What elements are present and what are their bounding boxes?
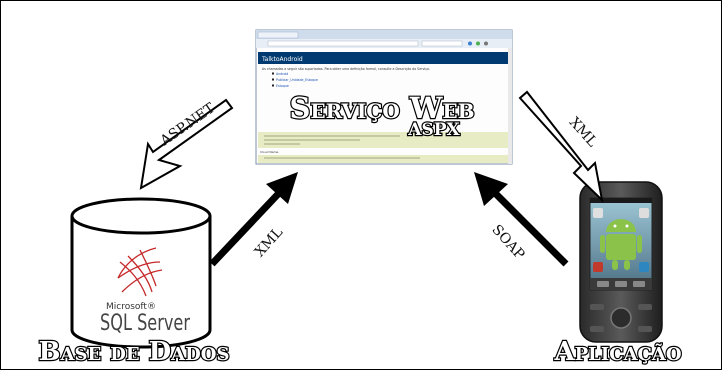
browser-tab bbox=[257, 31, 299, 39]
code-block-2 bbox=[258, 155, 508, 163]
arrow-service-to-db bbox=[139, 98, 234, 190]
database-caption: Base de Dados bbox=[39, 337, 230, 367]
toolbar-icon bbox=[484, 41, 488, 46]
edge-label-soap: SOAP bbox=[488, 222, 527, 263]
browser-page-heading: TalktoAndroid bbox=[261, 56, 303, 63]
scrollbar[interactable] bbox=[508, 48, 512, 164]
browser-section-label: Cloud Name bbox=[260, 150, 279, 154]
android-robot-icon bbox=[600, 219, 642, 270]
browser-intro-text: As chamadas a seguir são suportadas. Par… bbox=[262, 67, 430, 71]
toolbar-icon bbox=[468, 41, 472, 46]
app-caption: Aplicação bbox=[553, 337, 681, 367]
sql-server-logo-icon bbox=[117, 247, 163, 297]
browser-link-2[interactable]: Publicar_Unidade_Estoque bbox=[276, 78, 318, 82]
edge-label-xml-left: XML bbox=[252, 224, 286, 260]
sql-server-brand: SQL Server bbox=[100, 311, 191, 336]
web-service-subtitle: ASPX bbox=[407, 120, 460, 140]
android-phone-icon bbox=[579, 181, 663, 343]
address-bar bbox=[267, 40, 419, 47]
browser-tab-strip bbox=[256, 30, 512, 39]
toolbar-icon bbox=[476, 41, 480, 46]
trackball-icon bbox=[610, 307, 632, 329]
browser-window: TalktoAndroid As chamadas a seguir são s… bbox=[255, 29, 513, 165]
browser-search-field bbox=[421, 40, 463, 47]
edge-label-xml-right: XML bbox=[566, 114, 600, 150]
web-service-title: Serviço Web bbox=[289, 91, 474, 125]
page-banner bbox=[258, 52, 510, 64]
sql-server-brand-small: Microsoft® bbox=[106, 302, 156, 312]
browser-link-3[interactable]: Estoque bbox=[276, 84, 289, 88]
arrow-service-to-app bbox=[518, 90, 604, 203]
arrow-app-to-service bbox=[474, 172, 569, 267]
database-icon: Microsoft® SQL Server bbox=[70, 197, 212, 349]
arrow-db-to-service bbox=[209, 172, 298, 267]
browser-link-1[interactable]: Android bbox=[276, 72, 288, 76]
